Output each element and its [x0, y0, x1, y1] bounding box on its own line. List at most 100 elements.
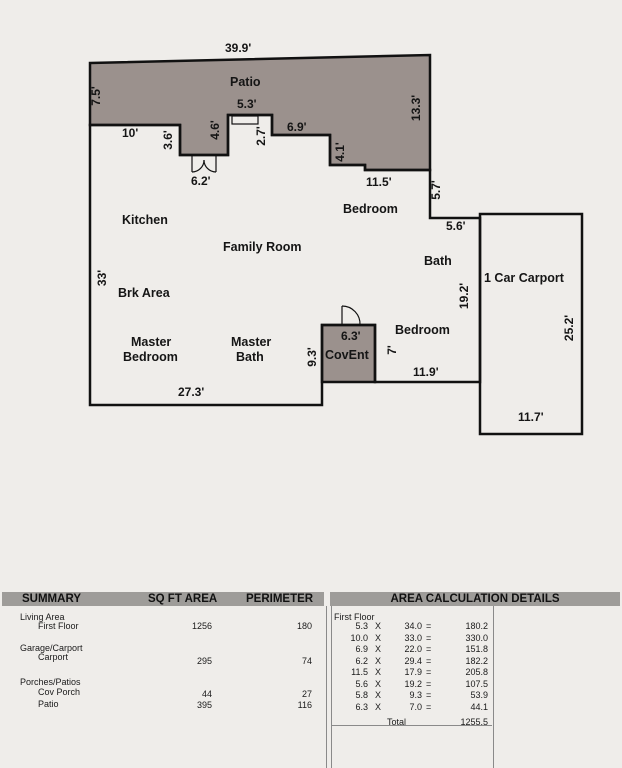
calc-result: 107.5	[465, 678, 488, 689]
dim-4-6: 4.6'	[208, 120, 222, 140]
room-kitchen: Kitchen	[122, 213, 168, 227]
calc-times: X	[375, 667, 382, 677]
calc-factor-a: 6.3	[355, 701, 368, 712]
header-summary: SUMMARY	[22, 593, 81, 605]
calc-result: 53.9	[470, 690, 488, 700]
calc-factor-b: 9.3	[409, 690, 422, 700]
room-master-bedroom-line2: Bedroom	[123, 350, 178, 364]
dim-11-5: 11.5'	[366, 175, 392, 189]
calc-result: 44.1	[470, 701, 488, 712]
calc-factor-a: 6.2	[355, 655, 368, 666]
total-rule	[332, 725, 492, 726]
row-perimeter: 27	[301, 689, 312, 699]
calc-factor-b: 7.0	[409, 701, 422, 712]
room-carport: 1 Car Carport	[484, 271, 565, 285]
dim-4-1: 4.1'	[333, 142, 347, 162]
house-outline	[88, 113, 482, 407]
calc-factor-b: 17.9	[404, 667, 422, 677]
row-label: Carport	[38, 652, 69, 662]
dim-10: 10'	[122, 126, 138, 140]
calc-equals: =	[426, 632, 432, 643]
calc-result: 182.2	[465, 655, 488, 666]
calc-equals: =	[426, 621, 432, 631]
calc-times: X	[375, 632, 382, 643]
calc-factor-a: 5.8	[355, 690, 368, 700]
patio-area	[88, 53, 432, 172]
dim-6-9: 6.9'	[287, 120, 307, 134]
dim-6-2: 6.2'	[191, 174, 211, 188]
calc-times: X	[375, 690, 382, 700]
room-brk-area: Brk Area	[118, 286, 171, 300]
room-master-bedroom-line1: Master	[131, 335, 171, 349]
row-area: 295	[196, 656, 212, 666]
calc-title: First Floor	[334, 612, 375, 622]
window-symbol	[231, 115, 259, 125]
row-area: 1256	[191, 621, 212, 631]
calc-factor-a: 5.6	[355, 678, 368, 689]
room-bedroom-top: Bedroom	[343, 202, 398, 216]
row-label: Porches/Patios	[20, 677, 81, 687]
calc-factor-a: 10.0	[350, 632, 368, 643]
dim-11-9: 11.9'	[413, 365, 439, 379]
calc-total-label: Total	[387, 717, 407, 727]
calc-equals: =	[426, 690, 432, 700]
dim-5-3: 5.3'	[237, 97, 257, 111]
calc-factor-b: 33.0	[404, 632, 422, 643]
table-divider	[493, 606, 494, 768]
dim-19-2: 19.2'	[457, 283, 471, 309]
calc-factor-a: 6.9	[355, 644, 368, 654]
dim-5-7: 5.7'	[429, 180, 443, 200]
dim-9-3: 9.3'	[305, 347, 319, 367]
room-bath: Bath	[424, 254, 452, 268]
dim-3-6: 3.6'	[161, 130, 175, 150]
calc-result: 330.0	[465, 632, 488, 643]
room-covent: CovEnt	[325, 348, 370, 362]
row-area: 44	[201, 689, 212, 699]
dim-11-7: 11.7'	[518, 410, 544, 424]
calc-factor-a: 5.3	[355, 621, 368, 631]
row-area: 395	[196, 700, 212, 710]
dim-27-3: 27.3'	[178, 385, 204, 399]
dim-top-width: 39.9'	[225, 41, 251, 55]
summary-table: SUMMARY SQ FT AREA PERIMETER AREA CALCUL…	[0, 590, 622, 768]
calc-times: X	[375, 678, 382, 689]
calc-equals: =	[426, 667, 432, 677]
calc-equals: =	[426, 655, 432, 666]
table-divider	[326, 606, 327, 768]
dim-7: 7'	[385, 345, 399, 355]
calc-equals: =	[426, 644, 432, 654]
row-label: Patio	[38, 699, 59, 709]
table-divider	[331, 606, 332, 768]
calc-times: X	[375, 644, 382, 654]
row-label: First Floor	[38, 621, 79, 631]
calc-factor-b: 34.0	[404, 621, 422, 631]
calc-factor-b: 19.2	[404, 678, 422, 689]
row-perimeter: 74	[301, 656, 312, 666]
row-perimeter: 116	[297, 700, 312, 710]
door-symbol	[191, 155, 217, 173]
calc-equals: =	[426, 678, 432, 689]
calc-result: 205.8	[465, 667, 488, 677]
row-perimeter: 180	[296, 621, 312, 631]
room-bedroom-bottom: Bedroom	[395, 323, 450, 337]
calc-factor-b: 22.0	[404, 644, 422, 654]
floor-plan: 39.9' 7.5' 13.3' 5.3' 10' 3.6' 4.6' 2.7'…	[88, 41, 584, 436]
room-master-bath-line1: Master	[231, 335, 271, 349]
room-patio: Patio	[230, 75, 261, 89]
row-label: Cov Porch	[38, 687, 81, 697]
calc-result: 180.2	[465, 621, 488, 631]
dim-25-2: 25.2'	[562, 315, 576, 341]
header-area-calc: AREA CALCULATION DETAILS	[330, 592, 620, 606]
summary-header-bar: SUMMARY SQ FT AREA PERIMETER	[2, 592, 324, 606]
calc-result: 151.8	[465, 644, 488, 654]
calc-times: X	[375, 621, 382, 631]
calc-factor-a: 11.5	[351, 667, 368, 677]
room-master-bath-line2: Bath	[236, 350, 264, 364]
dim-6-3: 6.3'	[341, 329, 361, 343]
header-sq-ft: SQ FT AREA	[148, 593, 218, 605]
dim-patio-left: 7.5'	[89, 86, 103, 106]
carport-outline	[478, 212, 584, 436]
dim-33: 33'	[95, 270, 109, 286]
room-family: Family Room	[223, 240, 302, 254]
entry-door-symbol	[341, 305, 361, 326]
